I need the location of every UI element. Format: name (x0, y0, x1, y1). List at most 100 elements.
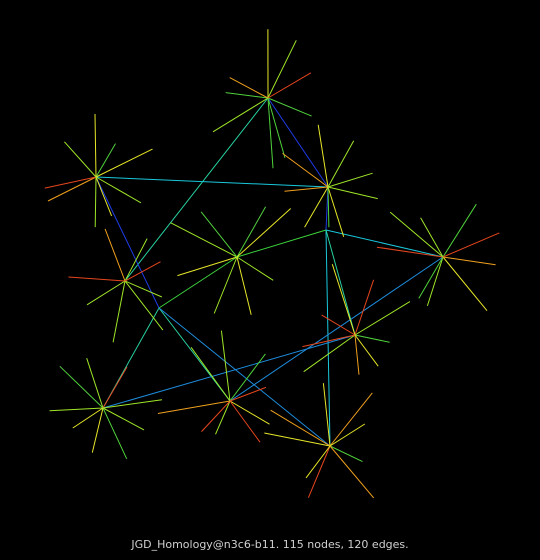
spoke-edge-11-1 (329, 445, 375, 499)
spoke-edge-0-1 (267, 97, 286, 158)
spoke-edge-6-0 (124, 280, 163, 298)
spoke-edge-5-3 (418, 256, 444, 299)
spoke-edge-3-2 (213, 256, 238, 314)
spoke-edge-10-3 (201, 400, 231, 432)
spoke-edge-9-7 (102, 366, 128, 409)
hub-edge-12 (158, 307, 331, 447)
spoke-edge-2-6 (317, 124, 329, 188)
spoke-edge-9-5 (59, 365, 104, 409)
hub-edge-0 (267, 97, 329, 188)
spoke-edge-3-3 (177, 256, 238, 277)
spoke-edge-11-2 (307, 445, 331, 498)
spoke-edge-3-6 (236, 206, 267, 258)
spoke-edge-2-3 (304, 186, 329, 228)
spoke-edge-0-3 (212, 97, 269, 133)
spoke-edge-9-1 (102, 407, 128, 460)
spoke-edge-9-4 (49, 407, 104, 412)
spoke-edge-9-0 (102, 407, 145, 431)
spoke-edge-8-8 (354, 301, 411, 336)
graph-caption: JGD_Homology@n3c6-b11. 115 nodes, 120 ed… (131, 538, 409, 551)
spoke-edge-5-7 (442, 203, 477, 258)
spoke-edge-2-1 (327, 186, 345, 237)
spoke-edge-10-6 (220, 330, 231, 402)
hub-edges (95, 97, 444, 447)
hub-edge-6 (236, 229, 327, 258)
spoke-edge-1-8 (95, 148, 153, 178)
spoke-edge-1-3 (47, 176, 97, 202)
spoke-edge-10-4 (157, 400, 231, 414)
spoke-edge-11-3 (305, 445, 331, 479)
spoke-edge-9-2 (91, 407, 104, 453)
spoke-edge-3-5 (200, 211, 238, 258)
spoke-edge-1-4 (44, 176, 97, 189)
hub-edge-3 (95, 176, 160, 309)
hub-edge-8 (325, 229, 331, 447)
hub-edge-13 (229, 256, 444, 402)
spoke-edge-1-2 (94, 176, 97, 228)
spoke-edge-10-7 (229, 353, 266, 402)
hub-edge-7 (325, 229, 444, 258)
spoke-edge-8-0 (354, 334, 390, 343)
spoke-edge-11-4 (264, 432, 331, 447)
spoke-edge-0-8 (267, 72, 312, 99)
spoke-edge-2-5 (282, 152, 329, 188)
spoke-edge-8-6 (331, 264, 356, 336)
spoke-edge-8-5 (321, 314, 356, 336)
spoke-edge-11-5 (270, 409, 331, 447)
spoke-edge-2-2 (327, 186, 330, 228)
spoke-edge-10-1 (229, 400, 261, 443)
spoke-edge-0-4 (225, 92, 269, 99)
spoke-edge-11-6 (322, 383, 331, 447)
spoke-edge-5-4 (376, 246, 444, 258)
spoke-edge-10-0 (229, 400, 270, 425)
spoke-edge-8-2 (354, 334, 360, 375)
spoke-edge-6-4 (68, 276, 126, 282)
spoke-edge-2-7 (327, 140, 355, 188)
spoke-edge-2-8 (327, 172, 373, 188)
spoke-edge-0-0 (267, 97, 312, 117)
spoke-edge-11-7 (329, 392, 373, 447)
spoke-edge-1-1 (95, 176, 113, 217)
spoke-edge-3-0 (236, 256, 274, 281)
spoke-edge-6-2 (112, 280, 126, 343)
spoke-edge-5-0 (442, 256, 496, 266)
spoke-edges (44, 29, 500, 499)
spoke-edge-3-4 (170, 222, 238, 258)
spoke-edge-8-4 (302, 334, 356, 348)
spoke-edge-5-6 (420, 217, 444, 258)
spoke-edge-11-0 (329, 445, 363, 463)
spoke-edge-0-2 (267, 97, 274, 169)
spoke-edge-8-3 (303, 334, 356, 373)
spoke-edge-6-3 (86, 280, 126, 306)
spoke-edge-3-7 (236, 208, 292, 258)
spoke-edge-6-1 (124, 280, 164, 331)
spoke-edge-3-1 (236, 256, 252, 315)
spoke-edge-5-2 (426, 256, 444, 307)
spoke-edge-9-8 (102, 399, 163, 409)
spoke-edge-11-8 (329, 423, 366, 447)
spoke-edge-10-5 (190, 347, 231, 402)
spoke-edge-0-7 (267, 40, 297, 99)
spoke-edge-8-7 (354, 279, 375, 336)
hub-edge-1 (124, 97, 269, 282)
hub-edge-5 (158, 256, 238, 309)
spoke-edge-8-1 (354, 334, 379, 367)
hub-edge-9 (325, 229, 356, 336)
spoke-edge-1-0 (95, 176, 142, 204)
spoke-edge-6-5 (104, 228, 126, 282)
spoke-edge-9-6 (86, 358, 104, 409)
hub-edge-2 (95, 176, 329, 188)
spoke-edge-9-3 (72, 407, 104, 429)
spoke-edge-5-1 (442, 256, 488, 312)
hub-edge-14 (102, 334, 356, 409)
spoke-edge-10-2 (215, 400, 231, 435)
spoke-edge-6-6 (124, 238, 148, 282)
spoke-edge-0-5 (229, 77, 269, 99)
spoke-edge-5-5 (389, 211, 444, 258)
spoke-edge-1-6 (94, 113, 97, 178)
spoke-edge-10-8 (229, 386, 267, 402)
spoke-edge-1-7 (95, 143, 116, 178)
spoke-edge-2-0 (327, 186, 378, 200)
spoke-edge-1-5 (64, 141, 97, 178)
